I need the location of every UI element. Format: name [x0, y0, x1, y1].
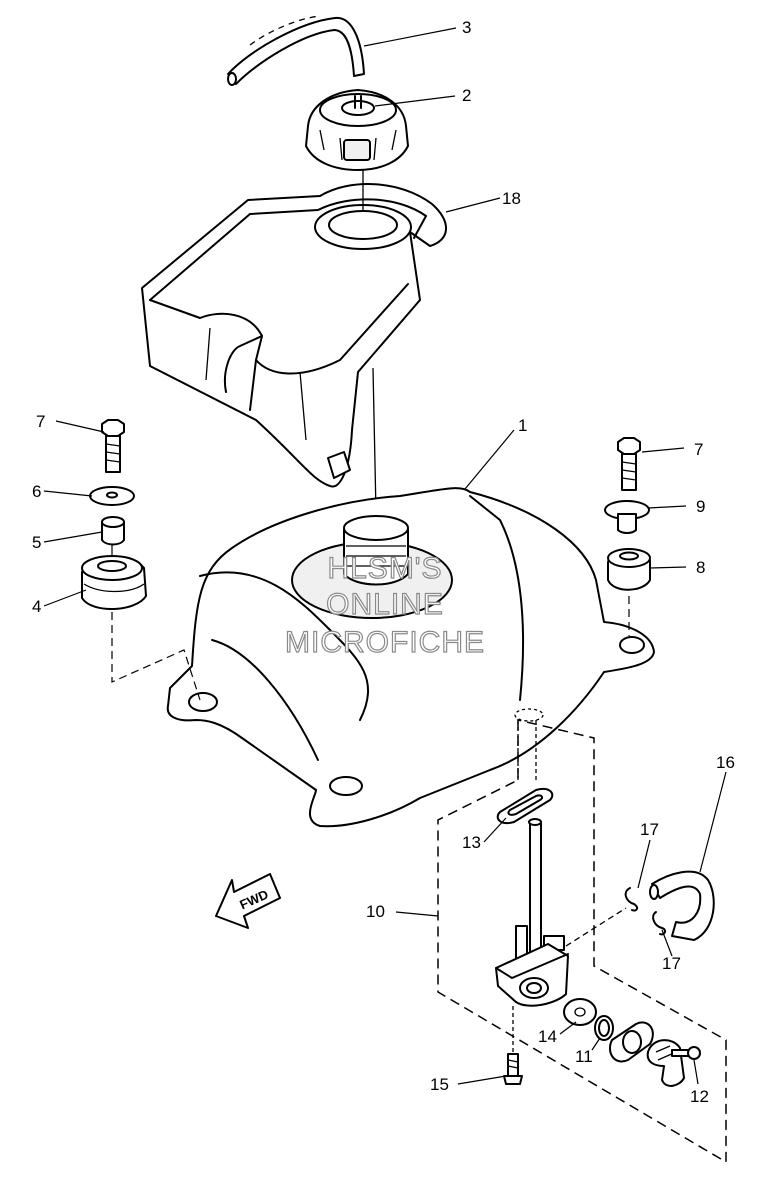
hose-clip-upper — [624, 887, 639, 912]
bolt-left — [101, 419, 125, 473]
callout-7-right: 7 — [694, 440, 703, 459]
callout-7-left: 7 — [36, 412, 45, 431]
tank-cover — [141, 183, 447, 488]
callout-15: 15 — [430, 1075, 449, 1094]
valve-plate — [609, 1021, 654, 1063]
callout-12: 12 — [690, 1087, 709, 1106]
gasket — [496, 788, 554, 824]
washer-left — [89, 486, 135, 506]
collar-left — [101, 516, 125, 546]
fuel-tank — [166, 487, 655, 828]
callout-14: 14 — [538, 1027, 557, 1046]
callout-17-lower: 17 — [662, 954, 681, 973]
callout-4: 4 — [32, 597, 41, 616]
bolt-right — [617, 437, 641, 491]
callout-8: 8 — [696, 558, 705, 577]
watermark-line-1: HLSM'S — [327, 552, 442, 585]
watermark-line-2: ONLINE — [326, 588, 444, 621]
callout-1: 1 — [518, 416, 527, 435]
callout-11: 11 — [575, 1047, 593, 1066]
fuel-cock — [495, 818, 569, 1007]
fuel-hose — [649, 870, 715, 941]
callout-17-upper: 17 — [640, 820, 659, 839]
breather-hose — [227, 15, 365, 86]
screw-15 — [503, 1053, 523, 1085]
hose-clip-lower — [652, 911, 667, 936]
callout-16: 16 — [716, 753, 735, 772]
callout-18: 18 — [502, 189, 521, 208]
callout-9: 9 — [696, 497, 705, 516]
callout-6: 6 — [32, 482, 41, 501]
collar-right — [604, 500, 650, 534]
leader-lines — [43, 27, 727, 1085]
damper-left — [81, 555, 147, 610]
forward-arrow: FWD — [215, 873, 281, 929]
callout-3: 3 — [462, 18, 471, 37]
screw-12 — [671, 1046, 701, 1060]
damper-right — [607, 548, 651, 591]
watermark: HLSM'S ONLINE MICROFICHE — [284, 551, 485, 659]
o-ring — [594, 1015, 614, 1041]
callout-13: 13 — [462, 833, 481, 852]
filter — [563, 998, 597, 1026]
fuel-cap — [305, 89, 409, 171]
fuel-lever — [646, 1039, 685, 1087]
watermark-line-3: MICROFICHE — [285, 626, 485, 659]
callout-2: 2 — [462, 86, 471, 105]
callout-5: 5 — [32, 533, 41, 552]
callout-10: 10 — [366, 902, 385, 921]
callout-numbers: 1 2 3 4 5 6 7 7 8 9 10 11 12 13 14 15 16… — [32, 18, 735, 1106]
